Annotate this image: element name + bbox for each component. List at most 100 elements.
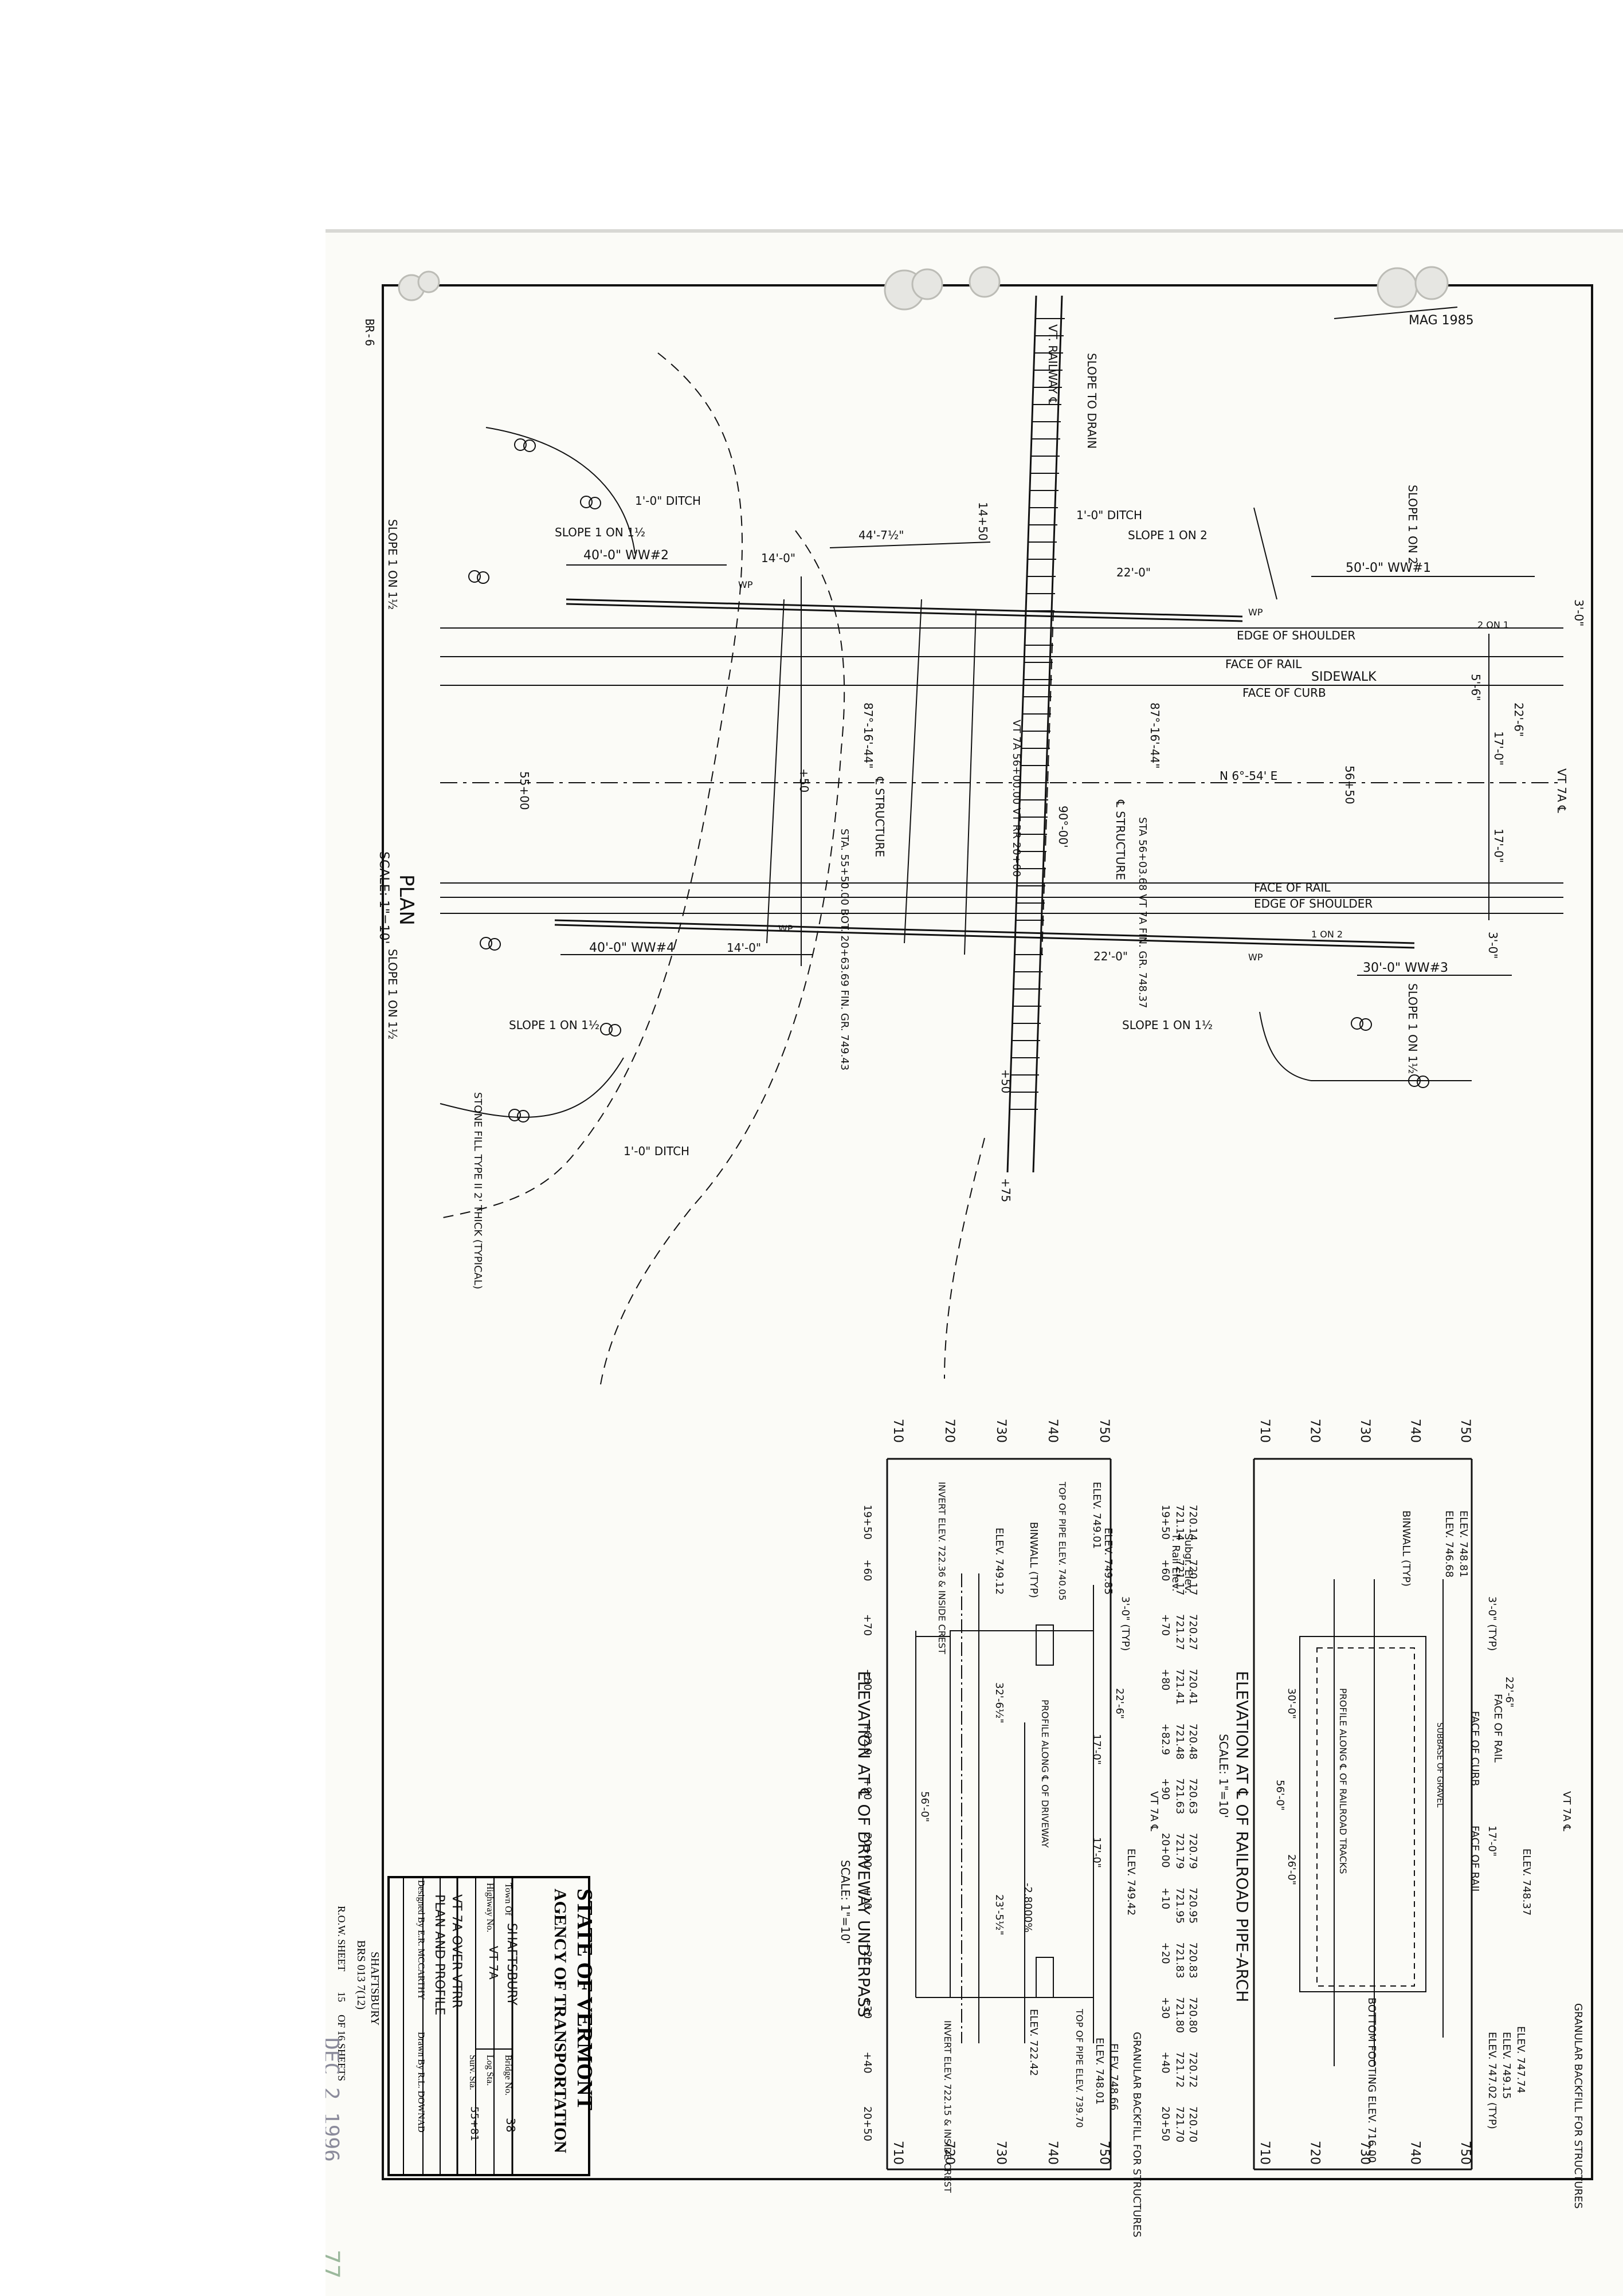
tb-row-sheet: R.O.W. SHEET bbox=[336, 1906, 347, 1971]
axis-tick-label: 750 bbox=[1097, 2141, 1111, 2165]
dw-note-binwall: BINWALL (TYP) bbox=[1028, 1522, 1040, 1598]
angle-90: 90°-00' bbox=[1056, 806, 1070, 848]
dim-14-top: 14'-0" bbox=[761, 551, 795, 565]
axis-tick-label: 730 bbox=[1358, 1419, 1372, 1443]
plan-scale: SCALE: 1"=10' bbox=[377, 851, 391, 944]
dw-note-dim17b: 17'-0" bbox=[1091, 1837, 1103, 1868]
sidewalk-label: SIDEWALK bbox=[1311, 670, 1377, 684]
slope-label-7: SLOPE 1 ON 1½ bbox=[1122, 1018, 1213, 1032]
station-label: +20 bbox=[1159, 1942, 1171, 1964]
dw-note-dim3: 3'-0" (TYP) bbox=[1119, 1596, 1131, 1651]
dim-22-bottom: 22'-0" bbox=[1093, 949, 1128, 963]
dw-note-granular: GRANULAR BACKFILL FOR STRUCTURES bbox=[1131, 2032, 1143, 2238]
tb-of-sheets: OF 16 SHEETS bbox=[336, 2015, 347, 2081]
axis-tick-label: 710 bbox=[891, 2141, 905, 2165]
rail-elev-cell: 721.14 bbox=[1174, 1505, 1186, 1541]
tb-bridge-label: Bridge No. bbox=[503, 2055, 513, 2095]
station-label: +30 bbox=[1159, 1997, 1171, 2019]
sta-56-50: 56+50 bbox=[1343, 766, 1357, 804]
dw-note-top-pipe: TOP OF PIPE ELEV. 740.05 bbox=[1057, 1481, 1068, 1600]
rr-note-dim3: 3'-0" (TYP) bbox=[1486, 1596, 1498, 1651]
angle-87-left: 87°-16'-44" bbox=[861, 702, 875, 768]
dw-note-top-pipe2: TOP OF PIPE ELEV. 739.70 bbox=[1074, 2008, 1085, 2128]
station-label: +82.9 bbox=[861, 1724, 873, 1755]
dim-3-bottom: 3'-0" bbox=[1486, 932, 1500, 959]
station-label: +70 bbox=[861, 1614, 873, 1636]
dw-note-elev6: ELEV. 748.01 bbox=[1093, 2038, 1105, 2105]
face-rail-bottom: FACE OF RAIL bbox=[1254, 881, 1331, 894]
subgr-elev-cell: 720.17 bbox=[1187, 1559, 1199, 1595]
ditch-top-label: 1'-0" DITCH bbox=[635, 494, 701, 508]
tb-agency-1: STATE OF VERMONT bbox=[573, 1889, 597, 2110]
rr-note-elev6: ELEV. 747.02 (TYP) bbox=[1486, 2032, 1498, 2129]
tb-survey-label: Surv. Sta. bbox=[468, 2055, 477, 2090]
rail-elev-cell: 721.48 bbox=[1174, 1724, 1186, 1760]
wp-4: WP bbox=[1248, 952, 1263, 963]
rail-elev-cell: 721.79 bbox=[1174, 1833, 1186, 1869]
tb-survey: 55+81 bbox=[468, 2106, 480, 2141]
station-label: +80 bbox=[861, 1669, 873, 1690]
tb-agency-2: AGENCY OF TRANSPORTATION bbox=[551, 1889, 570, 2153]
sta-plus-50: +50 bbox=[797, 768, 811, 792]
dim-3-top: 3'-0" bbox=[1572, 599, 1586, 626]
slope-label-3: SLOPE 1 ON 2 bbox=[1406, 485, 1420, 564]
rail-elev-cell: 721.27 bbox=[1174, 1614, 1186, 1650]
rr-subgr-elev-row: 720.14720.17720.27720.41720.48720.63720.… bbox=[1187, 1505, 1199, 2142]
slope-to-drain: SLOPE TO DRAIN bbox=[1085, 353, 1099, 449]
rr-note-elev4: ELEV. 747.74 bbox=[1515, 2026, 1527, 2093]
plan-view bbox=[440, 295, 1563, 1385]
rail-elev-cell: 721.83 bbox=[1174, 1942, 1186, 1979]
angle-87-right: 87°-16'-44" bbox=[1148, 702, 1162, 768]
axis-tick-label: 740 bbox=[1408, 2141, 1422, 2165]
engineering-drawing: BR-6 MAG 1985 bbox=[326, 266, 1593, 2279]
ww4-label: 40'-0" WW#4 bbox=[589, 941, 675, 955]
stone-fill-note: STONE FILL TYPE II 2' THICK (TYPICAL) bbox=[472, 1092, 484, 1289]
rr-note-elev5: ELEV. 749.15 bbox=[1500, 2032, 1512, 2099]
rr-note-dim17: 17'-0" bbox=[1486, 1826, 1498, 1857]
axis-tick-label: 740 bbox=[1045, 2141, 1060, 2165]
axis-tick-label: 750 bbox=[1458, 2141, 1472, 2165]
dw-elev-scale: SCALE: 1"=10' bbox=[838, 1860, 852, 1944]
subgr-elev-cell: 720.70 bbox=[1187, 2106, 1199, 2142]
slope-label-2: SLOPE 1 ON 2 bbox=[1128, 528, 1208, 542]
rr-note-dim30: 30'-0" bbox=[1285, 1688, 1297, 1719]
station-label: +60 bbox=[1159, 1559, 1171, 1581]
structure-mid: ℄ STRUCTURE bbox=[1114, 799, 1127, 880]
plan-labels: PLAN SCALE: 1"=10' VT. RAILWAY ℄ SLOPE T… bbox=[377, 324, 1586, 1289]
drawing-sheet: BR-6 MAG 1985 bbox=[326, 229, 1623, 2296]
rr-note-dim56: 56'-0" bbox=[1274, 1780, 1286, 1811]
vt7a-label: VT 7A ℄ bbox=[1555, 768, 1569, 813]
rr-rail-elev-row: 721.14721.17721.27721.41721.48721.63721.… bbox=[1174, 1505, 1186, 2142]
axis-tick-label: 750 bbox=[1458, 1419, 1472, 1443]
slope-label-4: SLOPE 1 ON 1½ bbox=[386, 519, 399, 610]
dw-elev-title: ELEVATION AT ℄ OF DRIVEWAY UNDERPASS bbox=[854, 1671, 873, 2018]
station-label: 20+50 bbox=[861, 2106, 873, 2141]
face-curb-label: FACE OF CURB bbox=[1242, 686, 1326, 700]
station-label: +40 bbox=[861, 2052, 873, 2074]
tb-hwy-label: Highway No. bbox=[485, 1883, 495, 1932]
rr-station-row: 19+50+60+70+80+82.9+9020+00+10+20+30+402… bbox=[1159, 1505, 1171, 2141]
on-2on1: 2 ON 1 bbox=[1477, 619, 1509, 630]
ditch-mid-label: 1'-0" DITCH bbox=[1076, 508, 1142, 522]
sta-plus-50b: +50 bbox=[999, 1069, 1013, 1093]
station-label: +80 bbox=[1159, 1669, 1171, 1690]
axis-tick-label: 720 bbox=[942, 2141, 956, 2165]
rail-elev-cell: 721.72 bbox=[1174, 2052, 1186, 2088]
plan-title: PLAN bbox=[395, 874, 418, 925]
dw-note-invert-right: INVERT ELEV. 722.15 & INSIDE CREST bbox=[942, 2020, 953, 2193]
tb-project-name: SHAFTSBURY bbox=[368, 1952, 381, 2026]
tb-town-label: Town Of bbox=[503, 1883, 513, 1916]
axis-tick-label: 730 bbox=[994, 1419, 1008, 1443]
tb-project-no: BRS 013 7(12) bbox=[355, 1940, 367, 2010]
rr-elev-title: ELEVATION AT ℄ OF RAILROAD PIPE-ARCH bbox=[1233, 1671, 1252, 2002]
rr-note-elev3: ELEV. 748.37 bbox=[1520, 1848, 1532, 1916]
rr-note-face-curb: FACE OF CURB bbox=[1469, 1711, 1481, 1786]
face-rail-top: FACE OF RAIL bbox=[1225, 657, 1302, 671]
ww1-label: 50'-0" WW#1 bbox=[1346, 561, 1431, 575]
vt-rr-station: VT 7A 56+00.00 VT RR 20+00 bbox=[1010, 720, 1022, 877]
rr-note-subbase: SUBBASE OF GRAVEL bbox=[1435, 1722, 1444, 1808]
tb-town: SHAFTSBURY bbox=[504, 1923, 519, 2005]
dim-22-6: 22'-6" bbox=[1512, 702, 1526, 737]
subgr-elev-cell: 720.27 bbox=[1187, 1614, 1199, 1650]
